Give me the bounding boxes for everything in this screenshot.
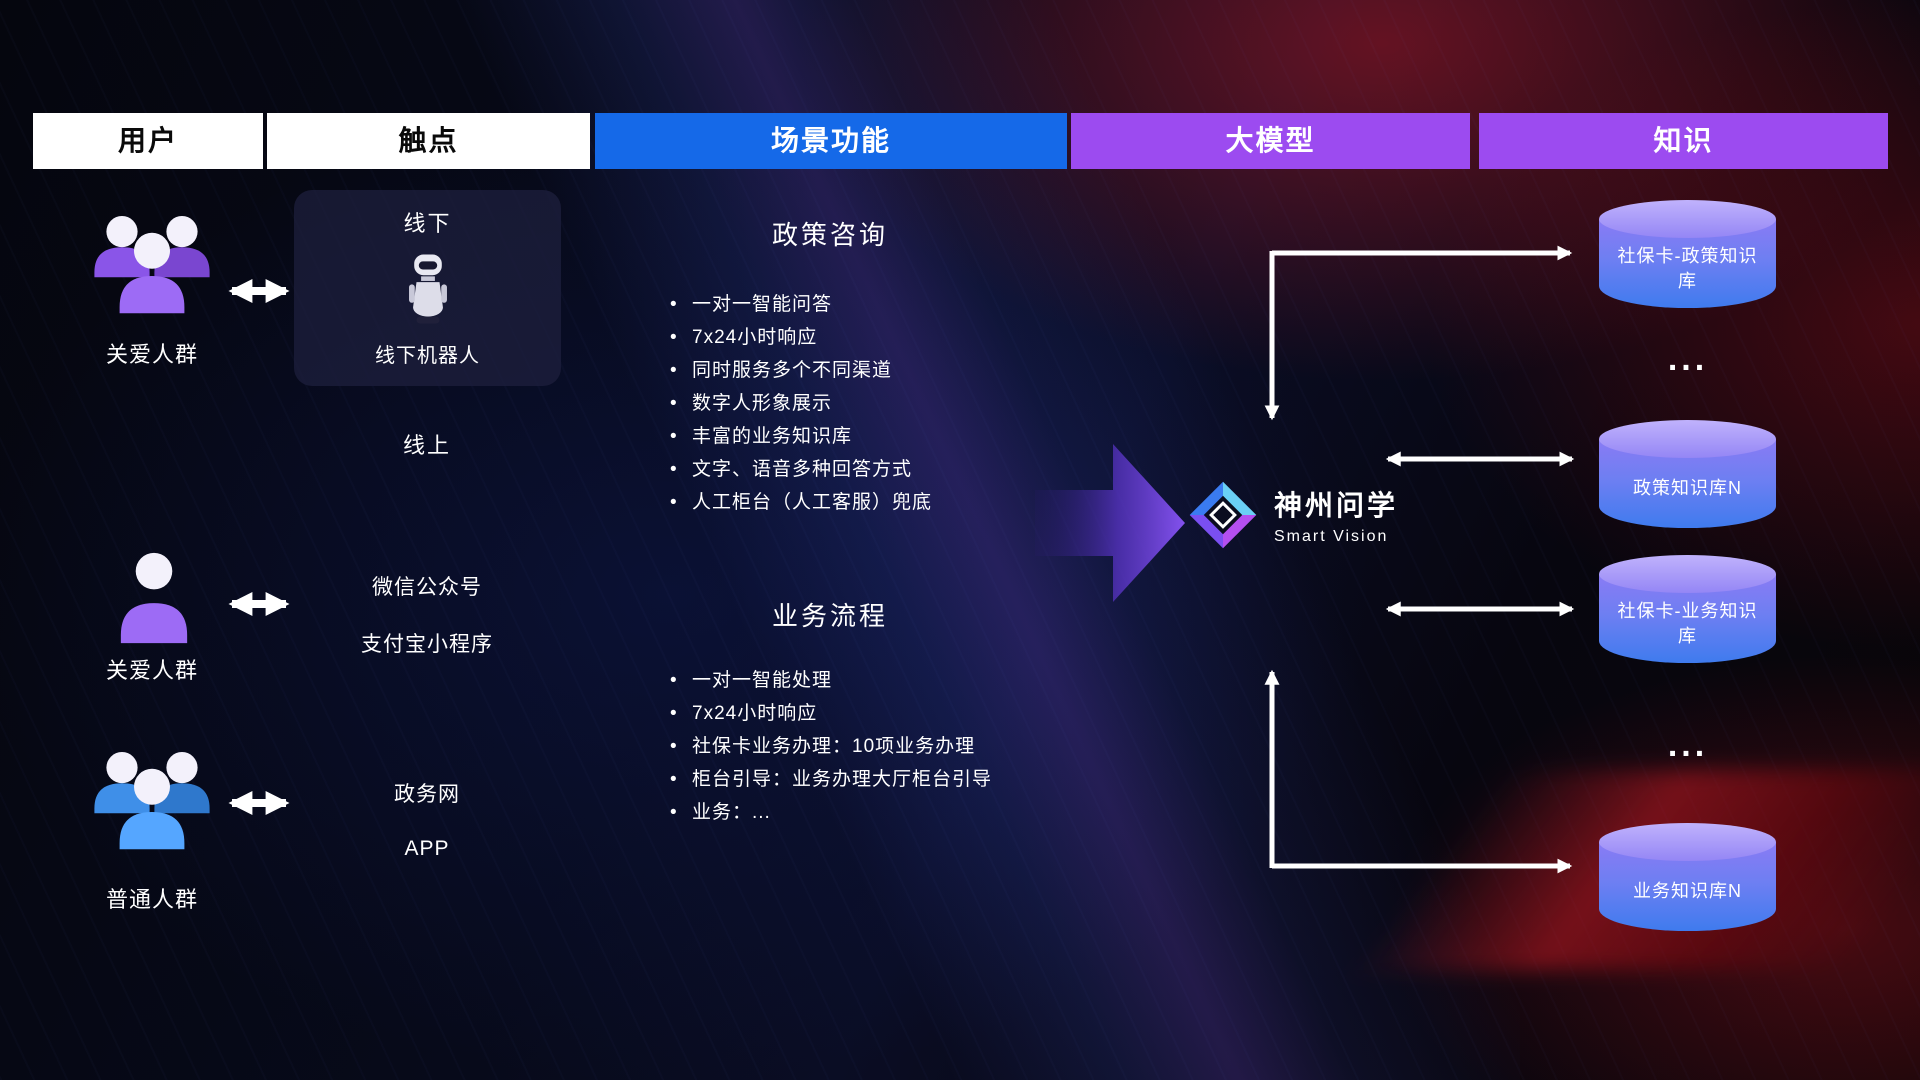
cylinder-top xyxy=(1599,823,1776,861)
user-label-caring-1: 关爱人群 xyxy=(105,342,199,367)
cylinder-body: 政策知识库N xyxy=(1599,439,1776,528)
knowledge-db-social-card-business: 社保卡-业务知识库 xyxy=(1599,555,1776,663)
channel-app: APP xyxy=(404,837,450,860)
offline-robot-label: 线下机器人 xyxy=(375,345,480,367)
db-label: 社保卡-业务知识库 xyxy=(1617,601,1758,646)
policy-item: 同时服务多个不同渠道 xyxy=(668,354,932,387)
business-item: 一对一智能处理 xyxy=(668,664,992,697)
cylinder-top xyxy=(1599,555,1776,593)
header-knowledge: 知识 xyxy=(1479,113,1888,169)
policy-item: 文字、语音多种回答方式 xyxy=(668,453,932,486)
flow-arrow-right xyxy=(1035,444,1185,602)
header-touchpoints: 触点 xyxy=(267,113,590,169)
cylinder-top xyxy=(1599,420,1776,458)
policy-item: 一对一智能问答 xyxy=(668,288,932,321)
business-section-title: 业务流程 xyxy=(771,601,889,631)
header-large-model: 大模型 xyxy=(1071,113,1470,169)
channel-alipay: 支付宝小程序 xyxy=(361,633,493,656)
group-people-purple-icon xyxy=(94,216,210,314)
db-label: 社保卡-政策知识库 xyxy=(1617,246,1758,291)
model-name: 神州问学 xyxy=(1274,490,1399,521)
knowledge-db-policy-n: 政策知识库N xyxy=(1599,420,1776,528)
group-people-blue-icon xyxy=(94,752,210,850)
model-subtitle: Smart Vision xyxy=(1274,528,1389,545)
offline-touchpoint-card: 线下 线下机器人 xyxy=(294,190,561,386)
header-users: 用户 xyxy=(33,113,263,169)
knowledge-ellipsis-2: ... xyxy=(1667,726,1709,764)
policy-feature-list: 一对一智能问答 7x24小时响应 同时服务多个不同渠道 数字人形象展示 丰富的业… xyxy=(668,288,932,519)
channel-gov-web: 政务网 xyxy=(394,783,460,806)
header-scenarios: 场景功能 xyxy=(595,113,1067,169)
knowledge-db-business-n: 业务知识库N xyxy=(1599,823,1776,931)
business-item: 社保卡业务办理：10项业务办理 xyxy=(668,730,992,763)
policy-item: 数字人形象展示 xyxy=(668,387,932,420)
business-item: 柜台引导：业务办理大厅柜台引导 xyxy=(668,763,992,796)
policy-section-title: 政策咨询 xyxy=(771,220,889,250)
db-label: 政策知识库N xyxy=(1633,478,1742,499)
cylinder-top xyxy=(1599,200,1776,238)
knowledge-ellipsis-1: ... xyxy=(1667,340,1709,378)
smart-vision-diamond-icon xyxy=(1189,481,1257,549)
knowledge-db-social-card-policy: 社保卡-政策知识库 xyxy=(1599,200,1776,308)
model-logo-text: 神州问学 Smart Vision xyxy=(1274,484,1398,546)
user-label-caring-2: 关爱人群 xyxy=(105,658,199,683)
business-item: 业务：... xyxy=(668,796,992,829)
db-label: 业务知识库N xyxy=(1633,881,1742,902)
policy-item: 7x24小时响应 xyxy=(668,321,932,354)
user-label-general: 普通人群 xyxy=(105,887,199,912)
business-feature-list: 一对一智能处理 7x24小时响应 社保卡业务办理：10项业务办理 柜台引导：业务… xyxy=(668,664,992,829)
policy-item: 丰富的业务知识库 xyxy=(668,420,932,453)
business-item: 7x24小时响应 xyxy=(668,697,992,730)
robot-icon xyxy=(408,254,447,323)
online-title: 线上 xyxy=(402,433,452,458)
channel-wechat: 微信公众号 xyxy=(372,576,482,599)
single-person-purple-icon xyxy=(120,552,188,644)
policy-item: 人工柜台（人工客服）兜底 xyxy=(668,486,932,519)
offline-title: 线下 xyxy=(403,211,452,236)
model-logo-block: 神州问学 Smart Vision xyxy=(1186,478,1398,552)
